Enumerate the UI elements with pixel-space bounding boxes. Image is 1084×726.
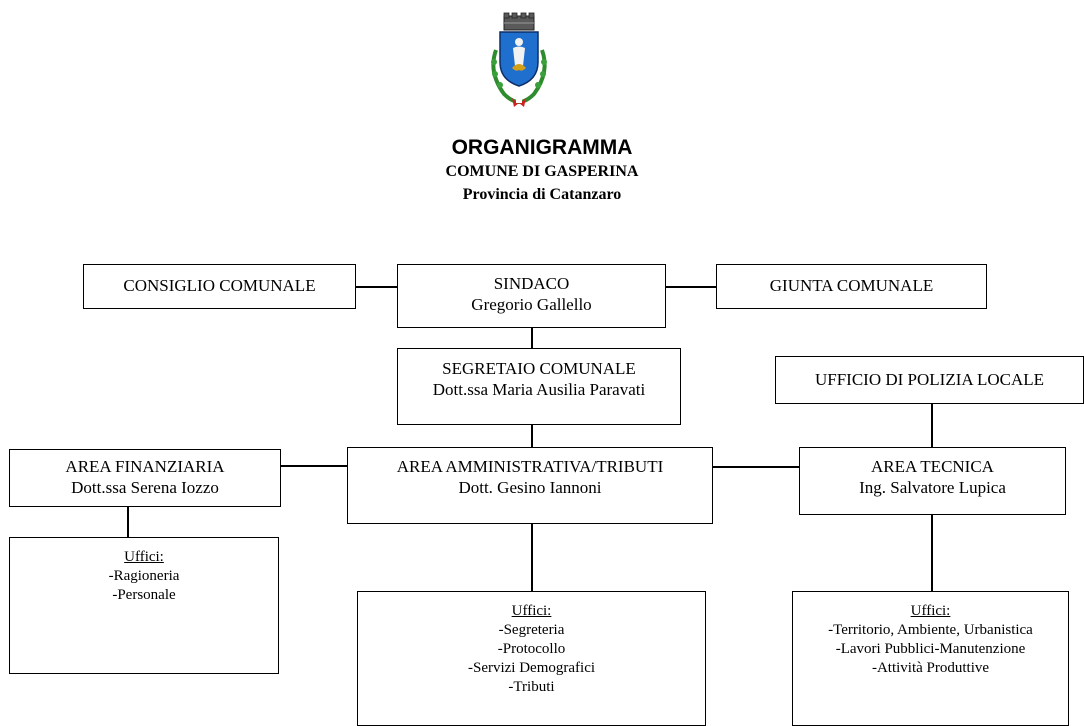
consiglio-comunale-label: CONSIGLIO COMUNALE [123,276,316,295]
area-amministrativa-title: AREA AMMINISTRATIVA/TRIBUTI [396,457,664,476]
office-item: -Personale [112,587,176,603]
office-item: -Ragioneria [108,568,180,584]
offices-amministrativa-box: Uffici: -Segreteria -Protocollo -Servizi… [357,591,706,726]
segretario-name: Dott.ssa Maria Ausilia Paravati [432,380,646,399]
office-item: -Attività Produttive [871,660,990,676]
chart-title: ORGANIGRAMMA [451,136,633,159]
consiglio-comunale-box: CONSIGLIO COMUNALE [83,264,356,309]
province-name: Provincia di Catanzaro [462,186,622,203]
offices-header: Uffici: [910,603,951,619]
office-item: -Servizi Demografici [467,660,596,676]
office-item: -Lavori Pubblici-Manutenzione [835,641,1026,657]
connector-polizia-tecnica [931,404,933,447]
area-tecnica-head: Ing. Salvatore Lupica [859,478,1006,497]
office-item: -Segreteria [498,622,565,638]
connector-tecnica-offices [931,515,933,591]
connector-segretario-amministrativa [531,425,533,447]
segretario-box: SEGRETAIO COMUNALE Dott.ssa Maria Ausili… [397,348,681,425]
area-finanziaria-box: AREA FINANZIARIA Dott.ssa Serena Iozzo [9,449,281,507]
area-finanziaria-head: Dott.ssa Serena Iozzo [71,478,219,497]
polizia-locale-box: UFFICIO DI POLIZIA LOCALE [775,356,1084,404]
municipality-name: COMUNE DI GASPERINA [445,163,639,180]
connector-consiglio-sindaco [356,286,397,288]
sindaco-title: SINDACO [493,274,570,293]
offices-header: Uffici: [511,603,552,619]
polizia-locale-label: UFFICIO DI POLIZIA LOCALE [814,370,1045,389]
connector-finanziaria-amministrativa [281,465,347,467]
offices-finanziaria-box: Uffici: -Ragioneria -Personale [9,537,279,674]
offices-tecnica-box: Uffici: -Territorio, Ambiente, Urbanisti… [792,591,1069,726]
connector-amministrativa-offices [531,524,533,591]
giunta-comunale-label: GIUNTA COMUNALE [769,276,934,295]
offices-header: Uffici: [124,549,164,565]
office-item: -Protocollo [497,641,566,657]
connector-finanziaria-offices [127,507,129,537]
area-amministrativa-box: AREA AMMINISTRATIVA/TRIBUTI Dott. Gesino… [347,447,713,524]
office-item: -Territorio, Ambiente, Urbanistica [828,622,1033,638]
giunta-comunale-box: GIUNTA COMUNALE [716,264,987,309]
area-finanziaria-title: AREA FINANZIARIA [65,457,225,476]
municipal-crest-icon [491,12,547,107]
segretario-title: SEGRETAIO COMUNALE [442,359,636,378]
area-tecnica-title: AREA TECNICA [871,457,994,476]
office-item: -Tributi [508,679,555,695]
connector-amministrativa-tecnica [713,466,799,468]
area-amministrativa-head: Dott. Gesino Iannoni [458,478,602,497]
connector-sindaco-giunta [666,286,716,288]
area-tecnica-box: AREA TECNICA Ing. Salvatore Lupica [799,447,1066,515]
connector-sindaco-segretario [531,328,533,348]
sindaco-box: SINDACO Gregorio Gallello [397,264,666,328]
sindaco-name: Gregorio Gallello [471,295,592,314]
